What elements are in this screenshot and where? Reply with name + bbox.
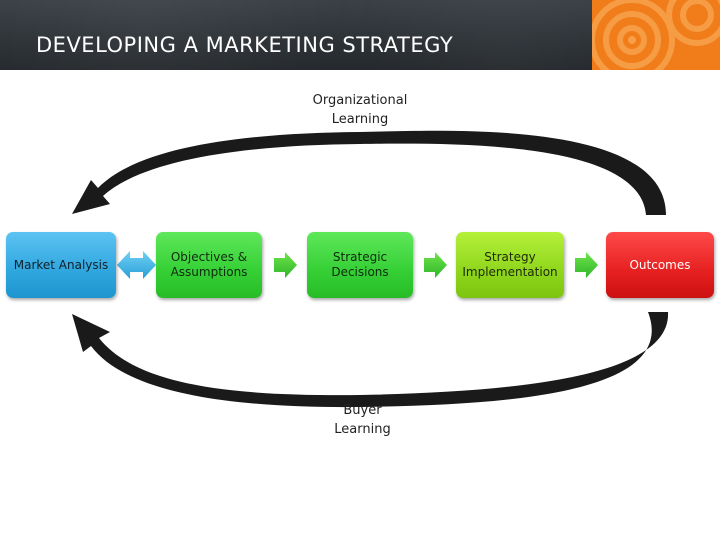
slide-header: DEVELOPING A MARKETING STRATEGY [0, 0, 720, 70]
header-accent [592, 0, 720, 70]
double-arrow-icon [117, 251, 156, 279]
right-arrow-icon [424, 252, 447, 278]
strategic-decisions-box: Strategic Decisions [307, 232, 413, 298]
slide-title: DEVELOPING A MARKETING STRATEGY [36, 33, 453, 57]
right-arrow-icon [274, 252, 297, 278]
strategy-diagram: Organizational Learning Buyer Learning M… [0, 70, 720, 540]
connector-layer [0, 70, 720, 540]
buyer-learning-label: Buyer Learning [300, 401, 425, 439]
strategy-implementation-box: Strategy Implementation [456, 232, 564, 298]
right-arrow-icon [575, 252, 598, 278]
outcomes-box: Outcomes [606, 232, 714, 298]
organizational-learning-label: Organizational Learning [290, 91, 430, 129]
market-analysis-box: Market Analysis [6, 232, 116, 298]
concentric-circles-icon [592, 0, 720, 70]
bottom-loop-arrow-icon [72, 312, 668, 407]
objectives-assumptions-box: Objectives & Assumptions [156, 232, 262, 298]
top-loop-arrow-icon [72, 131, 666, 215]
